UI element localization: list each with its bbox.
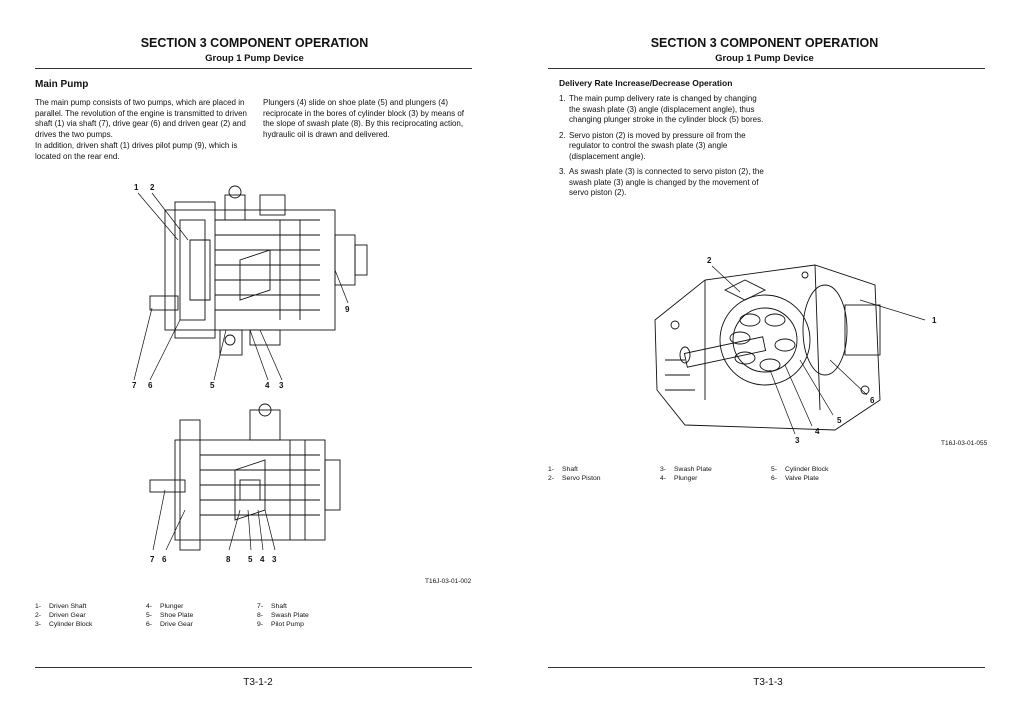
text-column-2: Plungers (4) slide on shoe plate (5) and…: [263, 98, 475, 141]
legend-label: Swash Plate: [674, 466, 712, 473]
group-title: Group 1 Pump Device: [715, 53, 814, 64]
legend-label: Swash Plate: [271, 612, 309, 619]
callout-label: 8: [226, 555, 231, 564]
shaft-shape: [149, 295, 179, 311]
legend-number: 3-: [660, 466, 667, 473]
legend-label: Drive Gear: [160, 621, 193, 628]
text-column-1: The main pump consists of two pumps, whi…: [35, 98, 253, 163]
legend-column: 7- Shaft 8- Swash Plate 9- Pilot Pump: [257, 602, 369, 629]
legend-label: Cylinder Block: [785, 466, 829, 473]
paragraph: The main pump consists of two pumps, whi…: [35, 98, 247, 139]
legend-number: 4-: [146, 603, 153, 610]
legend-number: 6-: [771, 475, 778, 482]
shaft-shape: [149, 479, 186, 493]
valve-plate-shape: [802, 284, 848, 376]
list-item: 1.The main pump delivery rate is changed…: [559, 94, 764, 126]
pump-cross-section-figure: 1 2 9 7 6 5 4 3: [132, 183, 368, 390]
legend-label: Shaft: [271, 603, 287, 610]
callout-label: 1: [134, 183, 139, 192]
callout-label: 7: [150, 555, 155, 564]
legend-label: Servo Piston: [562, 475, 601, 482]
callout-label: 3: [279, 381, 284, 390]
operation-steps: 1.The main pump delivery rate is changed…: [559, 94, 764, 204]
callout-label: 3: [272, 555, 277, 564]
legend-label: Plunger: [160, 603, 184, 610]
callout-label: 2: [150, 183, 155, 192]
legend-number: 1-: [35, 603, 42, 610]
footer-rule: [548, 667, 985, 668]
legend-label: Driven Shaft: [49, 603, 87, 610]
legend-column: 1- Driven Shaft 2- Driven Gear 3- Cylinder …: [35, 602, 147, 629]
figure-id: T16J-03-01-002: [425, 578, 472, 585]
callout-label: 5: [248, 555, 253, 564]
legend-number: 9-: [257, 621, 264, 628]
legend-label: Driven Gear: [49, 612, 86, 619]
legend-column: 1- Shaft 2- Servo Piston: [548, 465, 660, 483]
pump-housing: [164, 209, 336, 331]
list-item: 2.Servo piston (2) is moved by pressure …: [559, 131, 764, 163]
list-item: 3.As swash plate (3) is connected to ser…: [559, 167, 764, 199]
page-number: T3-1-2: [243, 677, 273, 688]
legend-number: 2-: [548, 475, 555, 482]
step-text: Servo piston (2) is moved by pressure oi…: [569, 130, 746, 161]
callout-label: 5: [837, 416, 842, 425]
section-heading: Main Pump: [35, 79, 89, 90]
step-text: As swash plate (3) is connected to servo…: [569, 167, 764, 197]
callout-label: 7: [132, 381, 137, 390]
legend-number: 1-: [548, 466, 555, 473]
callout-label: 4: [260, 555, 265, 564]
legend-number: 2-: [35, 612, 42, 619]
legend-label: Plunger: [674, 475, 698, 482]
callout-label: 6: [148, 381, 153, 390]
step-number: 2.: [559, 130, 566, 140]
header-rule: [35, 68, 472, 69]
section-title: SECTION 3 COMPONENT OPERATION: [140, 36, 369, 50]
pump-housing: [654, 264, 881, 431]
legend-column: 5- Cylinder Block 6- Valve Plate: [771, 465, 883, 483]
servo-piston-shape: [723, 279, 767, 301]
callout-label: 2: [707, 256, 712, 265]
legend-label: Valve Plate: [785, 475, 819, 482]
callout-label: 1: [932, 316, 937, 325]
callout-label: 6: [870, 396, 875, 405]
legend-label: Pilot Pump: [271, 621, 304, 628]
legend-number: 3-: [35, 621, 42, 628]
cylinder-block-shape: [719, 294, 811, 386]
pump-section-view-figure: 7 6 8 5 4 3: [149, 403, 341, 564]
legend-label: Shaft: [562, 466, 578, 473]
step-number: 1.: [559, 94, 566, 103]
right-page: SECTION 3 COMPONENT OPERATION Group 1 Pu…: [510, 0, 1019, 724]
section-title: SECTION 3 COMPONENT OPERATION: [650, 36, 879, 50]
callout-label: 9: [345, 305, 350, 314]
paragraph: In addition, driven shaft (1) drives pil…: [35, 141, 238, 161]
page-number: T3-1-3: [753, 677, 783, 688]
legend-column: 3- Swash Plate 4- Plunger: [660, 465, 772, 483]
callout-label: 5: [210, 381, 215, 390]
pump-cutaway-figure: 2 1 6 5 4 3: [654, 256, 937, 445]
legend-number: 4-: [660, 475, 667, 482]
step-text: The main pump delivery rate is changed b…: [569, 94, 764, 124]
legend-number: 5-: [146, 612, 153, 619]
footer-rule: [35, 667, 472, 668]
legend-label: Cylinder Block: [49, 621, 93, 628]
header-rule: [548, 68, 985, 69]
paragraph: Plungers (4) slide on shoe plate (5) and…: [263, 98, 464, 139]
legend-number: 8-: [257, 612, 264, 619]
legend-column: 4- Plunger 5- Shoe Plate 6- Drive Gear: [146, 602, 258, 629]
legend-label: Shoe Plate: [160, 612, 194, 619]
callout-label: 4: [265, 381, 270, 390]
legend-number: 5-: [771, 466, 778, 473]
shaft-shape: [683, 336, 767, 368]
callout-label: 3: [795, 436, 800, 445]
callout-label: 6: [162, 555, 167, 564]
legend-number: 6-: [146, 621, 153, 628]
step-number: 3.: [559, 167, 566, 176]
left-page: SECTION 3 COMPONENT OPERATION Group 1 Pu…: [0, 0, 509, 724]
figure-id: T16J-03-01-055: [941, 440, 988, 447]
callout-label: 4: [815, 427, 820, 436]
section-heading: Delivery Rate Increase/Decrease Operatio…: [559, 78, 733, 88]
legend-number: 7-: [257, 603, 264, 610]
group-title: Group 1 Pump Device: [205, 53, 304, 64]
